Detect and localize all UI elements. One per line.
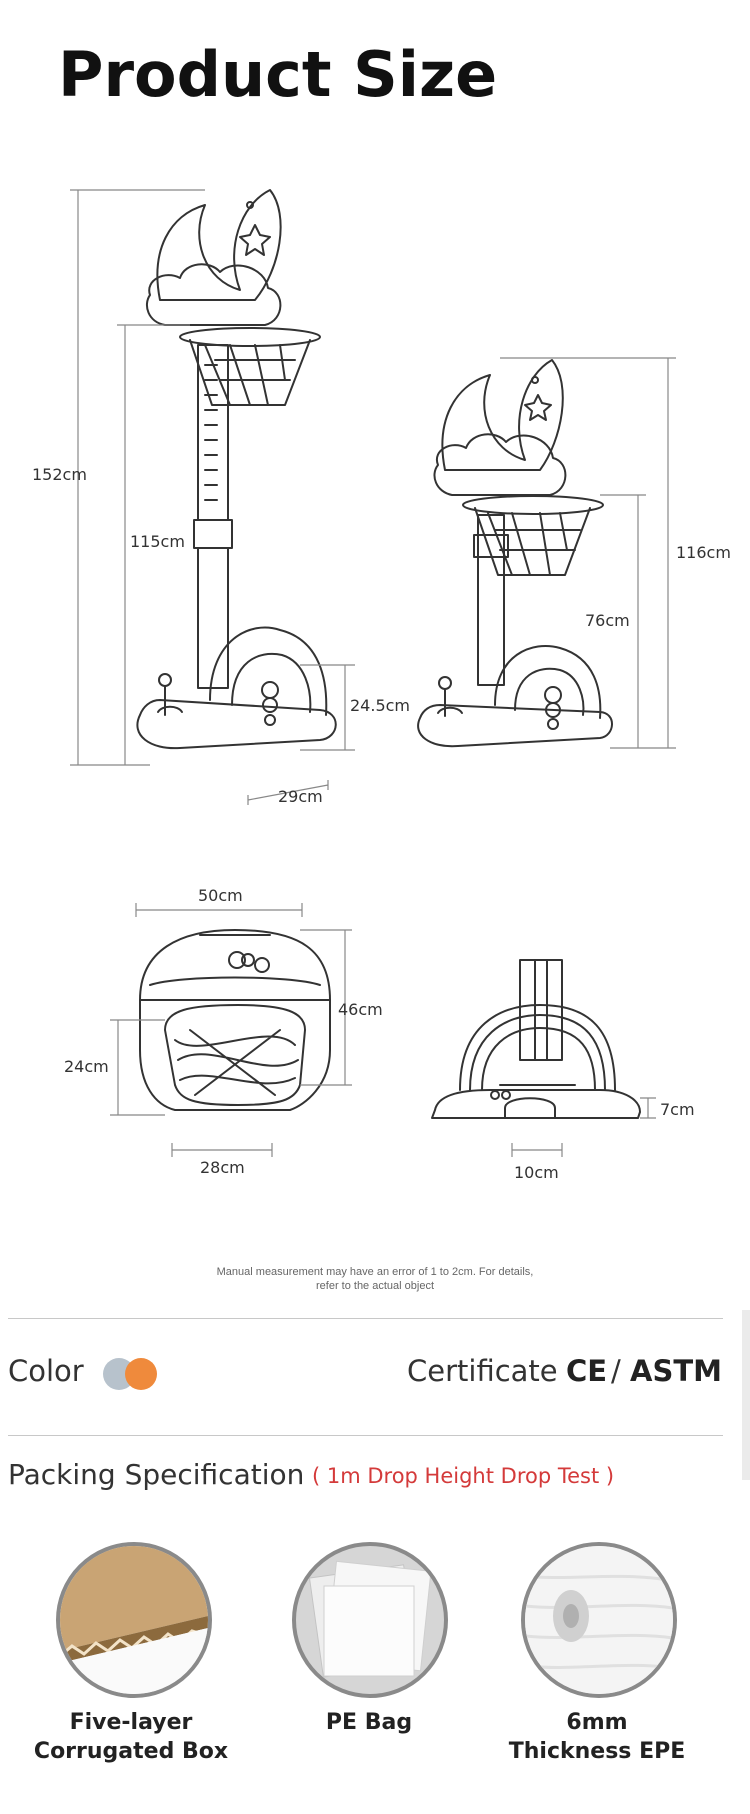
pe-bag-icon	[292, 1542, 448, 1698]
dim-top-inner: 24cm	[64, 1057, 109, 1076]
dim-base-height: 7cm	[660, 1100, 695, 1119]
divider-bottom	[8, 1435, 723, 1436]
page-title: Product Size	[58, 38, 498, 111]
dim-tall-rim: 115cm	[130, 532, 185, 551]
certificate-label: Certificate	[407, 1354, 558, 1388]
corrugated-box-icon	[56, 1542, 212, 1698]
color-label: Color	[8, 1354, 84, 1388]
certificate-astm: ASTM	[630, 1354, 722, 1388]
certificate-ce: CE	[566, 1354, 608, 1388]
dim-short-rim: 76cm	[585, 611, 630, 630]
packing-item-pe-bag: PE Bag	[325, 1710, 413, 1735]
top-view-drawing	[139, 929, 331, 1111]
measurement-note: Manual measurement may have an error of …	[216, 1266, 534, 1292]
dim-tall-height: 152cm	[32, 465, 87, 484]
packing-item-epe: 6mm Thickness EPE	[508, 1710, 686, 1764]
dim-top-width: 50cm	[198, 886, 243, 905]
dim-tall-base-height: 24.5cm	[350, 696, 411, 715]
dim-tall-base-width: 29cm	[278, 787, 323, 806]
dim-base-slot: 10cm	[514, 1163, 559, 1182]
dim-top-depth: 46cm	[338, 1000, 383, 1019]
right-edge-strip	[742, 1310, 750, 1480]
dim-top-inner-width: 28cm	[200, 1158, 245, 1177]
divider-top	[8, 1318, 723, 1319]
base-view-drawing	[431, 959, 641, 1119]
epe-foam-icon	[521, 1542, 677, 1698]
certificate-separator: /	[611, 1354, 621, 1388]
short-hoop-drawing	[417, 359, 613, 748]
tall-hoop-drawing	[136, 189, 337, 750]
packing-item-corrugated: Five-layer Corrugated Box	[33, 1710, 229, 1764]
packing-title: Packing Specification	[8, 1458, 305, 1491]
color-swatch-orange	[125, 1358, 157, 1390]
packing-note: ( 1m Drop Height Drop Test )	[312, 1464, 615, 1488]
dimension-lines	[70, 189, 676, 1157]
dim-short-height: 116cm	[676, 543, 731, 562]
